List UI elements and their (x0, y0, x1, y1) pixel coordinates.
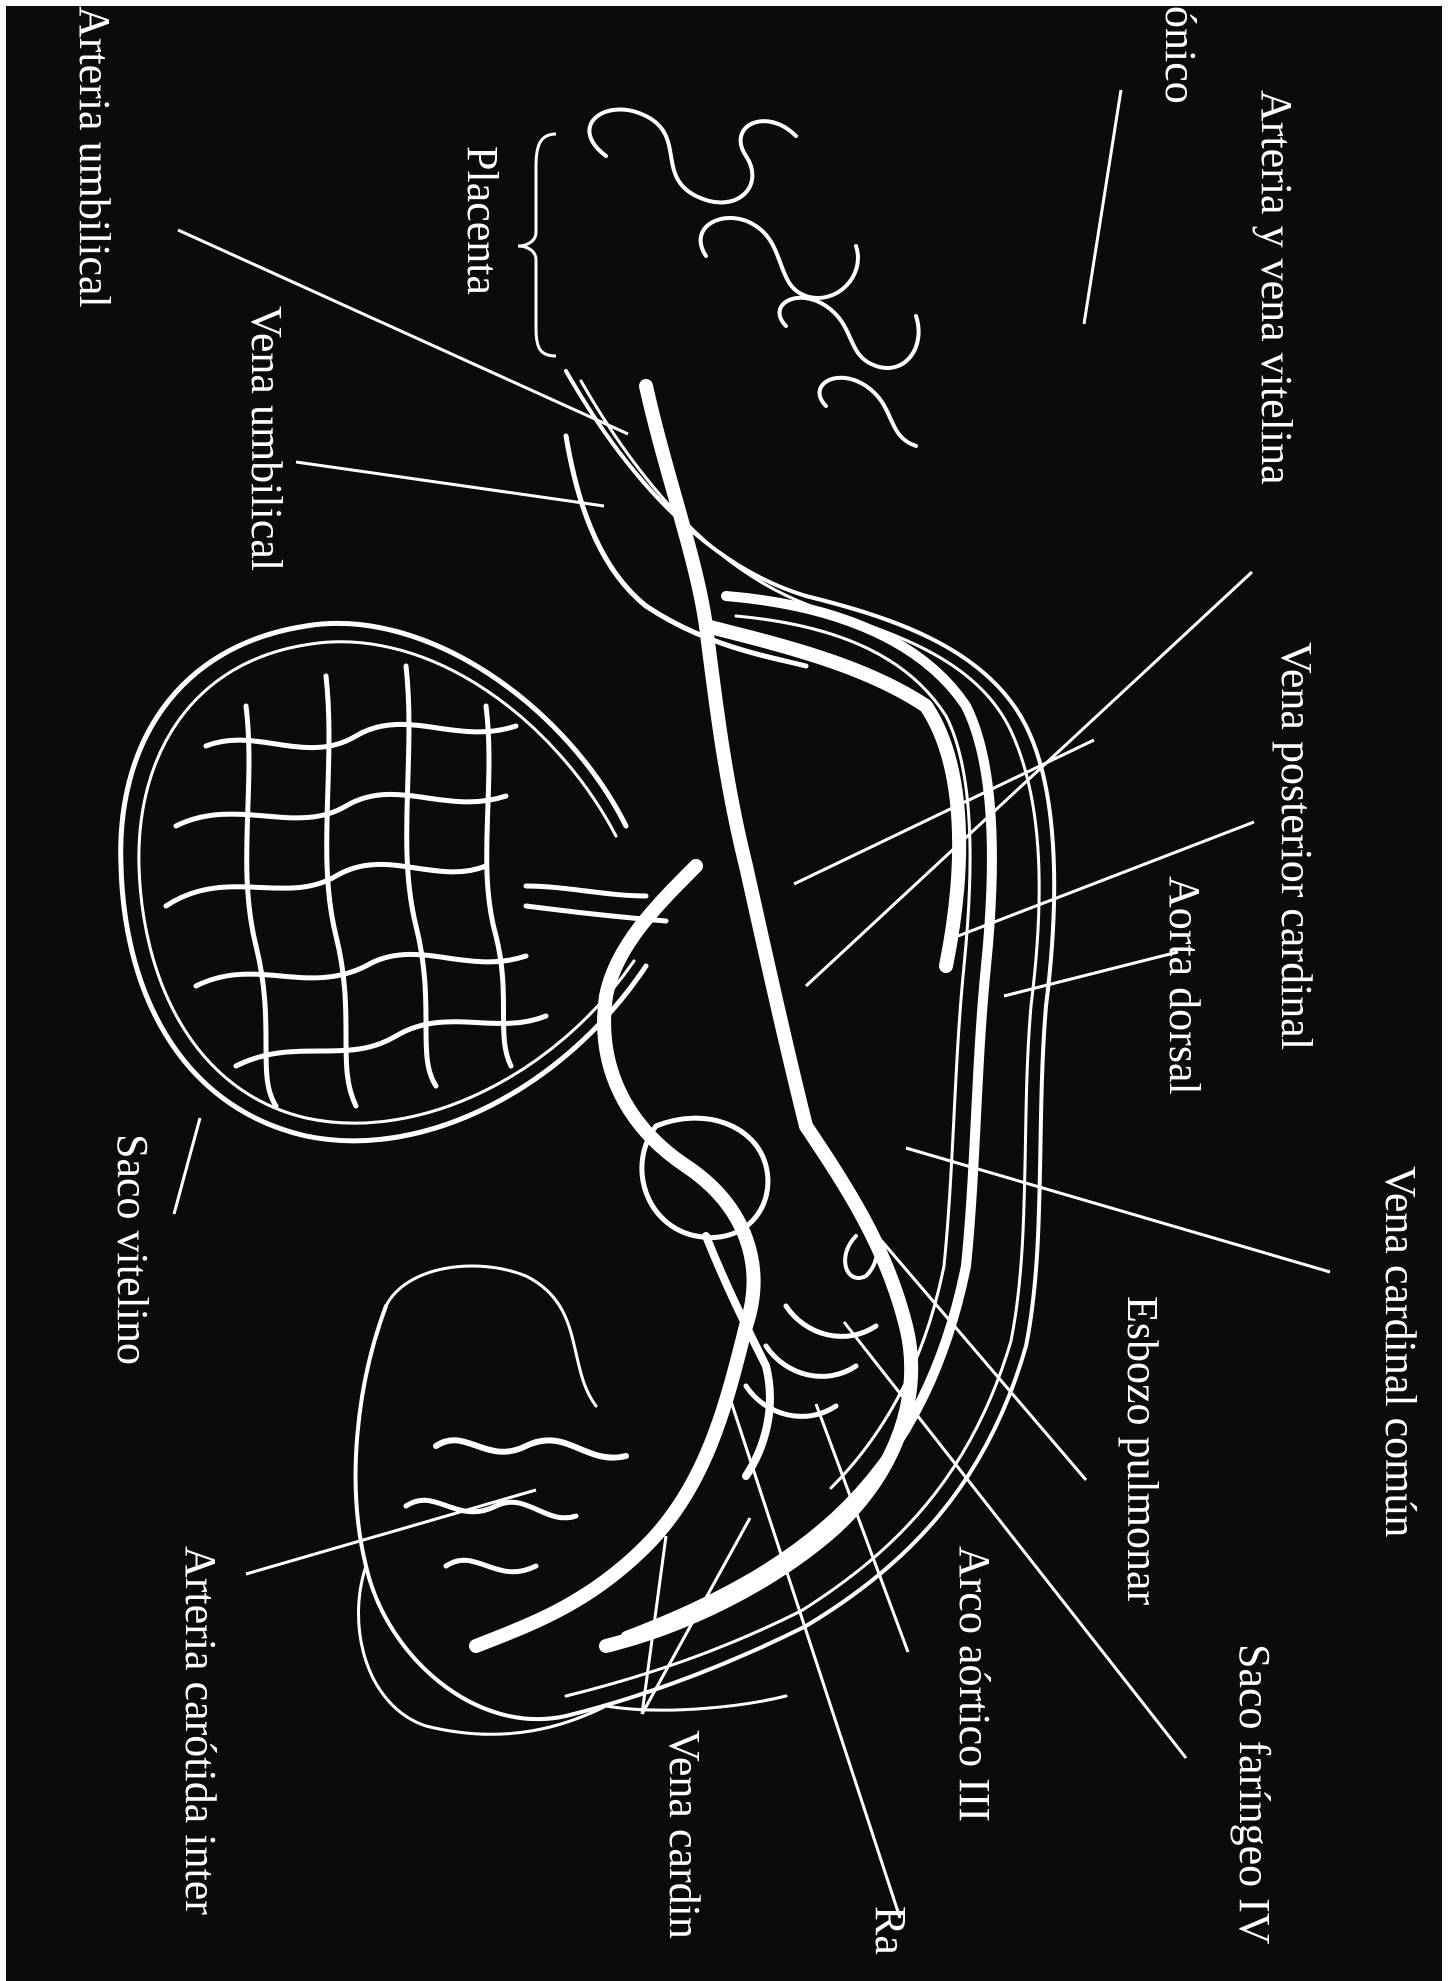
placenta-villi-1 (589, 110, 796, 203)
label-saco-vitelino: Saco vitelino (110, 1134, 154, 1365)
aortic-arch-1 (786, 1306, 876, 1336)
label-ra: Ra (868, 1906, 912, 1955)
label-aorta-dorsal: Aorta dorsal (1162, 876, 1206, 1095)
label-esbozo-pulmonar: Esbozo pulmonar (1120, 1296, 1164, 1605)
label-corionico: ónico (1158, 6, 1202, 104)
label-arco-aortico: Arco aórtico III (952, 1546, 996, 1822)
label-vena-cardinal: Vena cardin (662, 1730, 706, 1939)
leader-vena-cardinal-b (642, 1518, 750, 1714)
leader-corionico (1084, 90, 1121, 324)
label-vena-cardinal-comun: Vena cardinal común (1378, 1166, 1422, 1537)
aortic-arch-3 (746, 1386, 836, 1416)
embryo-outline-inner (566, 381, 1039, 1696)
label-saco-faringeo: Saco faríngeo IV (1232, 1644, 1276, 1945)
label-vena-umbilical: Vena umbilical (244, 306, 288, 571)
heart-fold-outline (386, 1266, 596, 1406)
label-vena-posterior-cardinal: Vena posterior cardinal (1274, 642, 1318, 1050)
aortic-arch-2 (766, 1346, 856, 1376)
label-arteria-vena-vitelina: Arteria y vena vitelina (1254, 90, 1298, 485)
embryo-outline (356, 371, 1055, 1719)
yolk-sac-outline-inner (139, 642, 634, 1123)
label-arteria-umbilical: Arteria umbilical (72, 6, 116, 308)
label-placenta: Placenta (460, 146, 504, 295)
leader-posterior-cardinal (958, 822, 1254, 936)
yolk-sac-outline (121, 623, 646, 1140)
label-arteria-carotida: Arteria carótida inter (178, 1546, 222, 1915)
placenta-villi-4 (820, 378, 916, 446)
vitelline-network (166, 666, 666, 1106)
embryo-circulation-diagram: Arteria umbilical Vena umbilical Placent… (6, 6, 1442, 1981)
leader-vena-umbilical (296, 462, 604, 506)
placenta-bracket (518, 134, 556, 356)
placenta-villi-2 (701, 218, 858, 298)
leader-carotida (246, 1490, 536, 1574)
carotid-branches (436, 1440, 626, 1457)
leader-saco-vitelino (174, 1118, 200, 1214)
leader-aorta-dorsal (1004, 952, 1178, 996)
placenta-villi-3 (780, 298, 919, 368)
cranial-plexus-2 (446, 1560, 536, 1572)
